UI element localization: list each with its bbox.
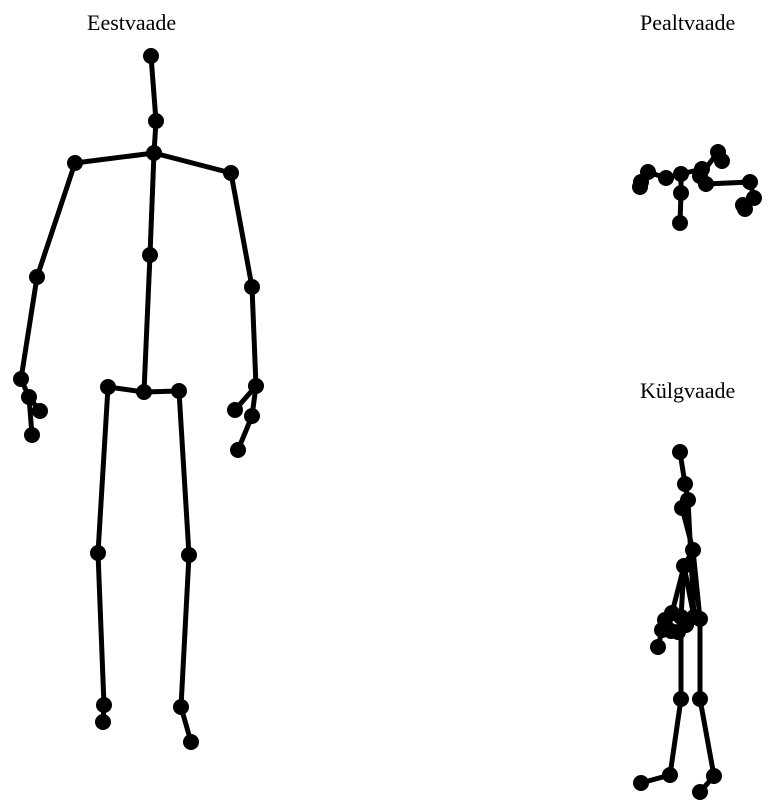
- front-bone: [37, 163, 75, 277]
- side-joint: [662, 767, 678, 783]
- front-bone: [181, 555, 189, 707]
- top-joint: [673, 166, 689, 182]
- side-joint: [692, 611, 708, 627]
- side-joint: [663, 623, 679, 639]
- front-joint: [24, 427, 40, 443]
- front-joint: [183, 734, 199, 750]
- top-joint: [673, 185, 689, 201]
- front-joint: [136, 384, 152, 400]
- front-joint: [244, 279, 260, 295]
- front-bone: [144, 255, 150, 392]
- side-joint: [676, 558, 692, 574]
- front-joint: [67, 155, 83, 171]
- side-joint: [650, 639, 666, 655]
- front-bone: [231, 173, 252, 287]
- side-bone: [700, 699, 714, 776]
- side-joint: [692, 784, 708, 800]
- front-bone: [21, 277, 37, 379]
- front-bone: [252, 287, 256, 386]
- top-joint: [737, 201, 753, 217]
- side-joint: [685, 542, 701, 558]
- top-joint: [694, 161, 710, 177]
- front-joint: [248, 378, 264, 394]
- side-joint: [677, 476, 693, 492]
- front-joint: [96, 697, 112, 713]
- front-bone: [98, 553, 104, 705]
- side-joint: [672, 444, 688, 460]
- front-joint: [32, 403, 48, 419]
- front-joint: [227, 402, 243, 418]
- top-joint: [714, 153, 730, 169]
- front-joint: [90, 545, 106, 561]
- front-joint: [181, 547, 197, 563]
- top-view-skeleton: [632, 144, 762, 231]
- side-joint: [633, 775, 649, 791]
- top-joint: [698, 176, 714, 192]
- front-joint: [95, 714, 111, 730]
- front-bone: [179, 391, 189, 555]
- side-joint: [706, 768, 722, 784]
- front-joint: [173, 699, 189, 715]
- front-bone: [98, 387, 108, 553]
- front-joint: [142, 247, 158, 263]
- top-joint: [658, 170, 674, 186]
- front-joint: [143, 48, 159, 64]
- top-joint: [632, 179, 648, 195]
- front-joint: [223, 165, 239, 181]
- side-joint: [692, 691, 708, 707]
- front-bone: [151, 56, 156, 121]
- front-joint: [146, 145, 162, 161]
- top-joint: [742, 174, 758, 190]
- side-joint: [673, 691, 689, 707]
- side-joint: [674, 500, 690, 516]
- front-joint: [29, 269, 45, 285]
- front-bone: [154, 153, 231, 173]
- front-joint: [244, 408, 260, 424]
- front-view-skeleton: [13, 48, 264, 750]
- front-joint: [100, 379, 116, 395]
- top-joint: [672, 215, 688, 231]
- side-view-skeleton: [633, 444, 722, 800]
- front-joint: [148, 113, 164, 129]
- front-bone: [75, 153, 154, 163]
- side-bone: [670, 699, 681, 775]
- front-joint: [171, 383, 187, 399]
- front-joint: [13, 371, 29, 387]
- front-joint: [230, 442, 246, 458]
- front-bone: [150, 153, 154, 255]
- front-joint: [21, 389, 37, 405]
